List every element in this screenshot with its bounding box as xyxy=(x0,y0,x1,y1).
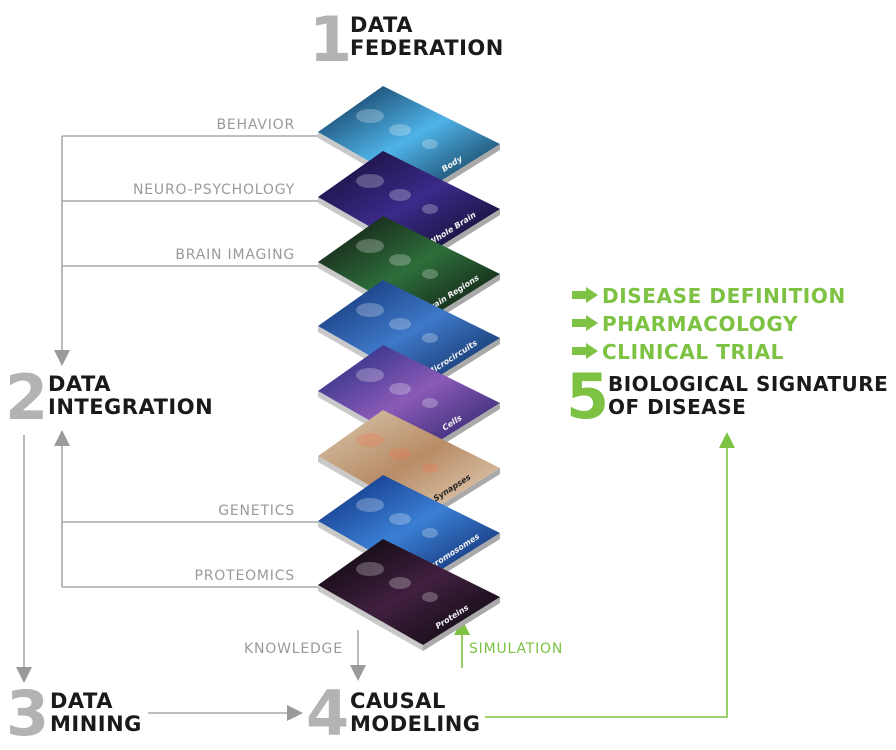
step-4-title: CAUSAL MODELING xyxy=(350,690,481,736)
step-5-line1: BIOLOGICAL SIGNATURE xyxy=(608,372,889,396)
step-2-number: 2 xyxy=(5,361,49,434)
outcome-label: CLINICAL TRIAL xyxy=(602,340,785,364)
outcome-disease-definition: DISEASE DEFINITION xyxy=(572,284,846,308)
outcome-label: PHARMACOLOGY xyxy=(602,312,799,336)
label-proteomics: PROTEOMICS xyxy=(194,568,295,584)
label-genetics: GENETICS xyxy=(218,503,295,519)
step-2-line2: INTEGRATION xyxy=(48,395,214,419)
step-4-number: 4 xyxy=(306,677,350,750)
label-brain-imaging: BRAIN IMAGING xyxy=(175,247,295,263)
layer-tile: Proteins xyxy=(318,539,500,651)
step-2-title: DATA INTEGRATION xyxy=(48,373,213,419)
step-3-title: DATA MINING xyxy=(50,690,142,736)
step-3-number: 3 xyxy=(6,677,50,750)
step-2-line1: DATA xyxy=(48,372,112,396)
outcome-clinical-trial: CLINICAL TRIAL xyxy=(572,340,784,364)
source-feed-lines xyxy=(16,135,366,721)
step-1-line1: DATA xyxy=(350,13,414,37)
green-arrow-icon xyxy=(572,312,602,336)
step-3-line2: MINING xyxy=(50,712,142,736)
step-4-line2: MODELING xyxy=(350,712,481,736)
step-1-title: DATA FEDERATION xyxy=(350,14,504,60)
outcome-pharmacology: PHARMACOLOGY xyxy=(572,312,798,336)
green-flow-lines xyxy=(454,432,735,718)
label-neuro-psychology: NEURO-PSYCHOLOGY xyxy=(132,182,295,198)
step-5-number: 5 xyxy=(566,360,610,433)
step-1-line2: FEDERATION xyxy=(350,36,504,60)
step-3-line1: DATA xyxy=(50,689,114,713)
label-knowledge: KNOWLEDGE xyxy=(244,641,343,657)
step-5-line2: OF DISEASE xyxy=(608,395,747,419)
outcome-label: DISEASE DEFINITION xyxy=(602,284,846,308)
step-1-number: 1 xyxy=(309,3,353,76)
label-simulation: SIMULATION xyxy=(469,641,564,657)
step-4-line1: CAUSAL xyxy=(350,689,446,713)
step-5-title: BIOLOGICAL SIGNATURE OF DISEASE xyxy=(608,373,888,419)
green-arrow-icon xyxy=(572,284,602,308)
label-behavior: BEHAVIOR xyxy=(216,117,295,133)
green-arrow-icon xyxy=(572,340,602,364)
